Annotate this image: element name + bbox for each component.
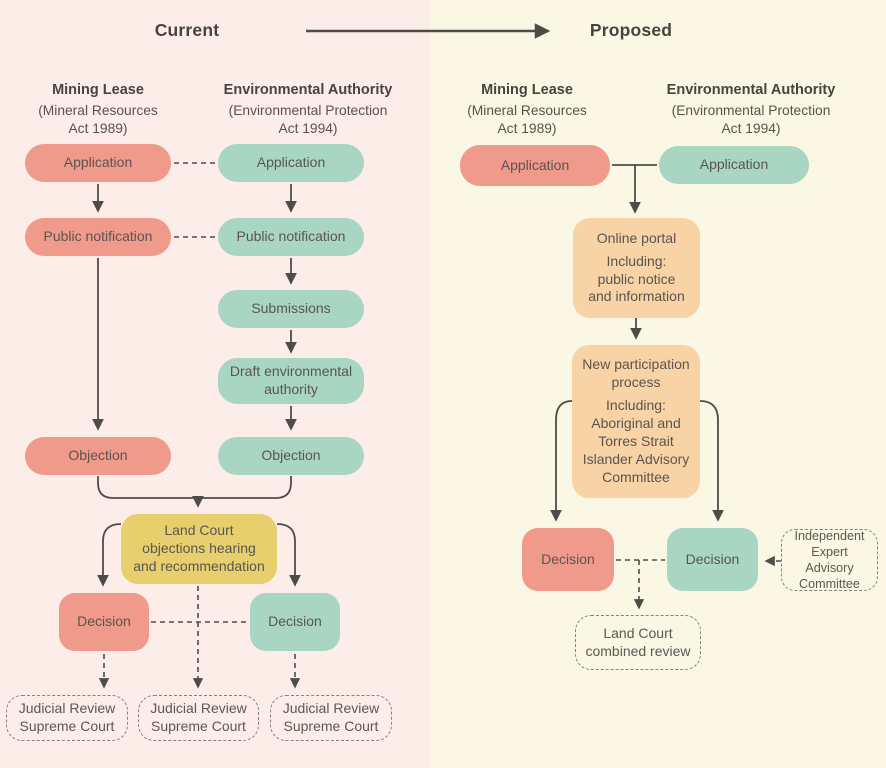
node-online-portal: Online portal Including: public notice a… [573, 218, 700, 318]
node-current-ml-objection: Objection [25, 437, 171, 475]
proposed-environmental-authority-title: Environmental Authority [666, 82, 836, 98]
proposed-mining-lease-title: Mining Lease [481, 82, 573, 98]
current-environmental-authority-subtitle: (Environmental Protection Act 1994) [228, 102, 388, 136]
node-new-participation-process: New participation process Including: Abo… [572, 345, 700, 498]
current-mining-lease-title: Mining Lease [52, 82, 144, 98]
node-current-ea-objection: Objection [218, 437, 364, 475]
proposed-mining-lease-heading: Mining Lease (Mineral Resources Act 1989… [447, 81, 607, 138]
current-mining-lease-heading: Mining Lease (Mineral Resources Act 1989… [18, 81, 178, 138]
node-current-ml-public-notification: Public notification [25, 218, 171, 256]
current-environmental-authority-heading: Environmental Authority (Environmental P… [206, 81, 410, 138]
node-judicial-review-3: Judicial Review Supreme Court [270, 695, 392, 741]
online-portal-detail: Including: public notice and information [588, 252, 685, 305]
proposed-title: Proposed [589, 20, 673, 40]
node-current-ml-application: Application [25, 144, 171, 182]
node-current-ea-public-notification: Public notification [218, 218, 364, 256]
current-title: Current [154, 20, 220, 40]
proposed-environmental-authority-subtitle: (Environmental Protection Act 1994) [671, 102, 831, 136]
node-judicial-review-1: Judicial Review Supreme Court [6, 695, 128, 741]
node-land-court-combined-review: Land Court combined review [575, 615, 701, 670]
node-current-ml-decision: Decision [59, 593, 149, 651]
proposed-mining-lease-subtitle: (Mineral Resources Act 1989) [467, 102, 587, 136]
current-mining-lease-subtitle: (Mineral Resources Act 1989) [38, 102, 158, 136]
node-current-ea-application: Application [218, 144, 364, 182]
new-participation-title: New participation process [582, 356, 690, 391]
online-portal-title: Online portal [596, 229, 677, 246]
proposed-environmental-authority-heading: Environmental Authority (Environmental P… [649, 81, 853, 138]
node-independent-expert-advisory-committee: Independent Expert Advisory Committee [781, 529, 878, 591]
current-environmental-authority-title: Environmental Authority [223, 82, 393, 98]
node-judicial-review-2: Judicial Review Supreme Court [138, 695, 259, 741]
new-participation-detail: Including: Aboriginal and Torres Strait … [582, 397, 690, 485]
node-proposed-ml-decision: Decision [522, 528, 614, 591]
node-current-land-court: Land Court objections hearing and recomm… [121, 514, 277, 584]
node-current-submissions: Submissions [218, 290, 364, 328]
node-current-draft-environmental-authority: Draft environmental authority [218, 358, 364, 404]
node-proposed-ml-application: Application [460, 145, 610, 186]
node-proposed-ea-decision: Decision [667, 528, 758, 591]
node-current-ea-decision: Decision [250, 593, 340, 651]
node-proposed-ea-application: Application [659, 146, 809, 184]
